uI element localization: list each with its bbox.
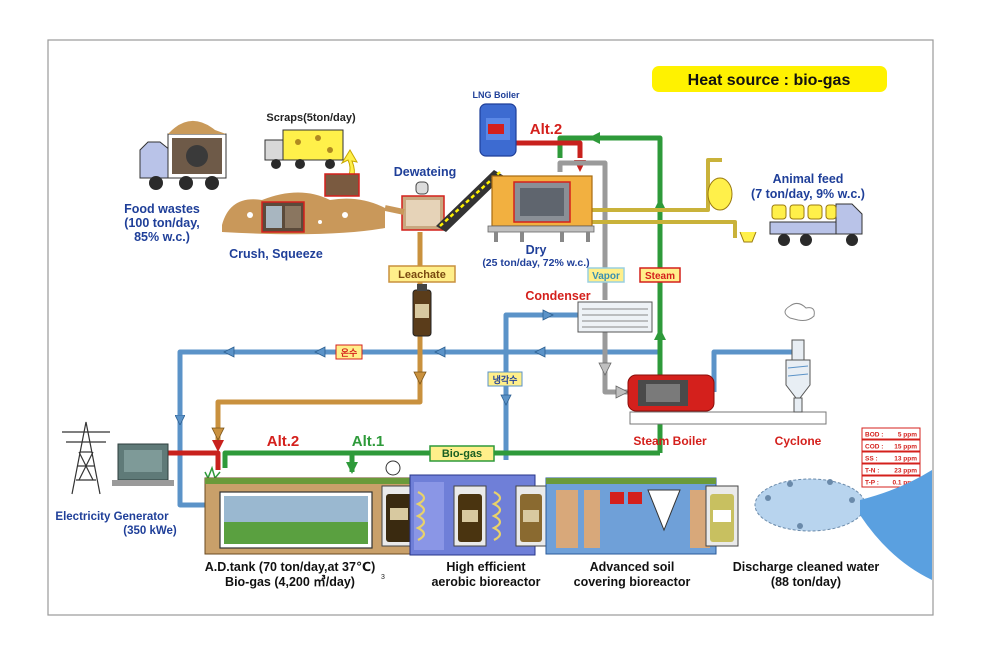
cooling-water-tag: 냉각수 bbox=[487, 371, 523, 387]
ad-tank-label-1: A.D.tank (70 ton/day,at 37℃) bbox=[205, 560, 376, 574]
hot-water-arrows bbox=[223, 309, 554, 406]
aerobic-label-2: aerobic bioreactor bbox=[431, 575, 540, 589]
ad-tank-footnote: 3 bbox=[381, 574, 385, 581]
soil-label-2: covering bioreactor bbox=[574, 575, 691, 589]
power-tower-icon bbox=[62, 421, 110, 495]
cyclone-icon bbox=[784, 302, 815, 413]
dewatering-unit-icon bbox=[384, 181, 445, 231]
water-quality-row bbox=[861, 451, 921, 464]
water-quality-value: 5 ppm bbox=[898, 432, 917, 439]
water-quality-row bbox=[861, 427, 921, 440]
dry-label: Dry bbox=[526, 243, 547, 257]
feed-pipe bbox=[592, 158, 737, 238]
water-quality-value: 15 ppm bbox=[894, 444, 917, 451]
food-wastes-label-3: 85% w.c.) bbox=[134, 230, 190, 244]
dewatering-label: Dewateing bbox=[394, 165, 457, 179]
water-quality-value: 23 ppm bbox=[894, 468, 917, 475]
hot-water-tag: 온수 bbox=[335, 344, 363, 360]
scraps-truck-icon bbox=[264, 129, 344, 169]
heat-source-banner: Heat source : bio-gas bbox=[652, 66, 887, 92]
electricity-label-1: Electricity Generator bbox=[55, 511, 169, 523]
discharge-label-1: Discharge cleaned water bbox=[733, 560, 880, 574]
screw-conveyor-icon bbox=[436, 170, 504, 232]
water-quality-param: T-P : bbox=[865, 480, 879, 487]
alt2-pipe bbox=[168, 140, 583, 470]
alt2-top-label: Alt.2 bbox=[530, 121, 563, 138]
leachate-tag: Leachate bbox=[388, 265, 456, 283]
aerobic-bioreactor-icon bbox=[409, 474, 547, 556]
aerobic-label-1: High efficient bbox=[446, 560, 526, 574]
water-quality-value: 13 ppm bbox=[894, 456, 917, 463]
soil-bioreactor-icon bbox=[545, 477, 739, 555]
svg-text:온수: 온수 bbox=[341, 348, 358, 358]
alt2-mid-label: Alt.2 bbox=[267, 433, 300, 450]
water-quality-param: COD : bbox=[865, 444, 883, 451]
cyclone-label: Cyclone bbox=[775, 434, 822, 448]
electricity-label-2: (350 kWe) bbox=[123, 525, 177, 537]
condenser-label: Condenser bbox=[525, 289, 590, 303]
animal-feed-label-2: (7 ton/day, 9% w.c.) bbox=[751, 187, 865, 201]
food-waste-truck-icon bbox=[139, 120, 227, 190]
dry-spec-label: (25 ton/day, 72% w.c.) bbox=[482, 257, 589, 269]
dryer-unit-icon bbox=[487, 175, 595, 242]
food-wastes-label-2: (100 ton/day, bbox=[124, 216, 199, 230]
animal-feed-label-1: Animal feed bbox=[773, 172, 844, 186]
svg-text:Vapor: Vapor bbox=[592, 271, 620, 282]
discharge-pond-icon bbox=[754, 470, 932, 580]
leachate-bottle-icon bbox=[412, 284, 432, 337]
svg-text:Steam: Steam bbox=[645, 271, 675, 282]
water-quality-param: SS : bbox=[865, 456, 878, 463]
condenser-icon bbox=[577, 301, 653, 333]
leachate-arrows bbox=[211, 371, 427, 441]
soil-label-1: Advanced soil bbox=[590, 560, 675, 574]
steam-arrows bbox=[346, 132, 666, 474]
food-wastes-label-1: Food wastes bbox=[124, 202, 200, 216]
alt1-label: Alt.1 bbox=[352, 433, 385, 450]
lng-boiler-label: LNG Boiler bbox=[472, 90, 520, 100]
discharge-label-2: (88 ton/day) bbox=[771, 575, 841, 589]
crush-squeeze-label: Crush, Squeeze bbox=[229, 247, 323, 261]
feed-hopper-icon bbox=[707, 177, 757, 243]
steam-tag: Steam bbox=[639, 267, 681, 283]
vapor-arrows bbox=[598, 362, 629, 399]
vapor-tag: Vapor bbox=[587, 267, 625, 283]
feed-truck-icon bbox=[769, 203, 863, 246]
steam-boiler-icon bbox=[627, 374, 827, 425]
biogas-tag: Bio-gas bbox=[429, 445, 495, 462]
crush-waste-pile bbox=[222, 173, 385, 235]
water-quality-param: BOD : bbox=[865, 432, 883, 439]
ad-tank-label-2: Bio-gas (4,200 ㎥/day) bbox=[225, 574, 355, 589]
svg-text:Leachate: Leachate bbox=[398, 269, 446, 281]
generator-icon bbox=[112, 443, 174, 486]
heat-source-text: Heat source : bio-gas bbox=[688, 72, 851, 89]
svg-text:냉각수: 냉각수 bbox=[493, 374, 518, 385]
svg-text:Bio-gas: Bio-gas bbox=[442, 448, 482, 460]
steam-boiler-label: Steam Boiler bbox=[633, 434, 707, 448]
water-quality-row bbox=[861, 439, 921, 452]
water-quality-row bbox=[861, 463, 921, 476]
scraps-label: Scraps(5ton/day) bbox=[266, 112, 356, 124]
water-quality-param: T-N : bbox=[865, 468, 879, 475]
water-quality-value: 0.1 ppm bbox=[892, 480, 917, 487]
lng-boiler-icon bbox=[479, 103, 517, 157]
